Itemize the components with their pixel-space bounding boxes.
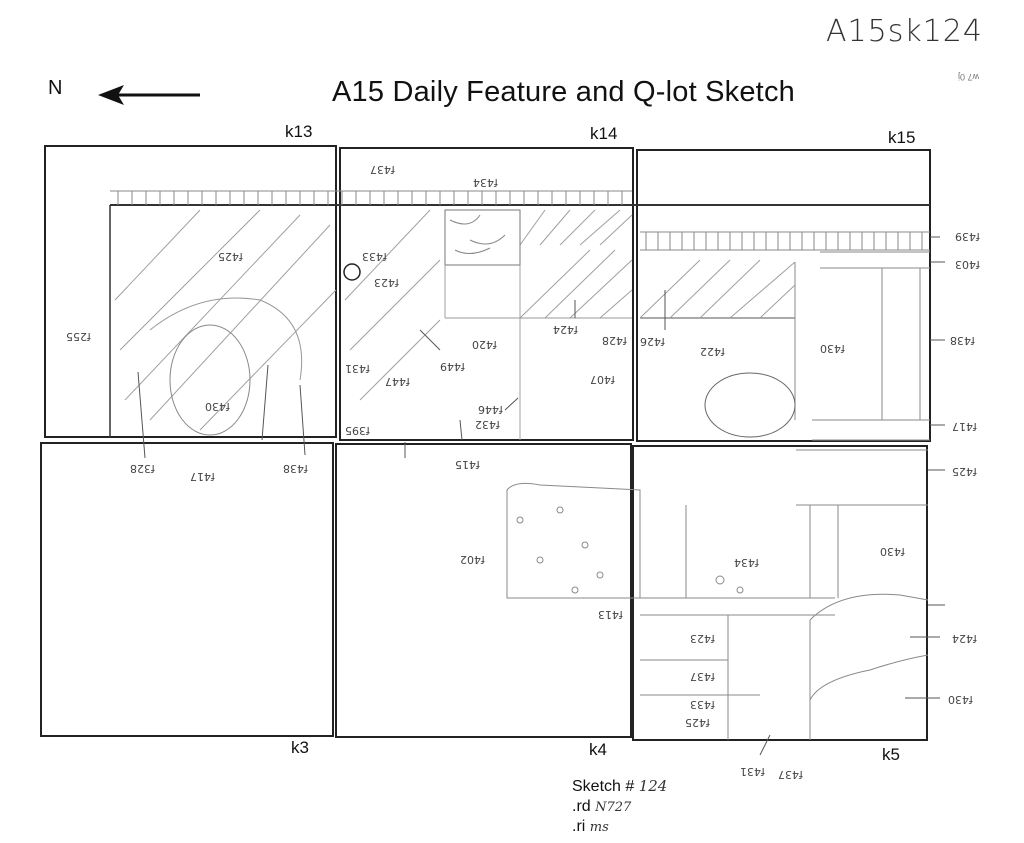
wall-band-right bbox=[640, 231, 930, 441]
annotation-f428: f428 bbox=[602, 334, 627, 347]
annotation-f437c: f437 bbox=[778, 768, 803, 781]
unit-label-k14: k14 bbox=[590, 124, 618, 143]
unit-label-k5: k5 bbox=[882, 745, 900, 764]
annotation-f432: f432 bbox=[475, 418, 500, 431]
annotation-f255: f255 bbox=[66, 330, 91, 343]
north-label: N bbox=[48, 77, 63, 99]
rd-label: .rd bbox=[572, 798, 591, 815]
annotation-f4_24: f424 bbox=[952, 632, 977, 645]
grid-cell-k5 bbox=[632, 445, 928, 741]
rd-line: .rd N727 bbox=[572, 797, 631, 817]
annotation-f4102: f402 bbox=[460, 553, 485, 566]
annotation-f4_15: f415 bbox=[455, 458, 480, 471]
annotation-f4_38: f438 bbox=[950, 334, 975, 347]
annotation-f423b: f423 bbox=[690, 632, 715, 645]
annotation-f425: f425 bbox=[218, 250, 243, 263]
annotation-f434: f434 bbox=[473, 176, 498, 189]
annotation-f438: f438 bbox=[283, 462, 308, 475]
annotation-f4_30: f430 bbox=[880, 545, 905, 558]
annotation-f426: f426 bbox=[640, 335, 665, 348]
annotation-f430c: f430 bbox=[948, 693, 973, 706]
rd-value: N727 bbox=[595, 800, 632, 815]
grid-cell-k4 bbox=[335, 443, 632, 738]
annotation-f431: f431 bbox=[345, 362, 370, 375]
annotation-f425c: f425 bbox=[685, 716, 710, 729]
annotation-f420: f420 bbox=[472, 338, 497, 351]
grid-cell-k3 bbox=[40, 442, 334, 737]
annotation-f424: f424 bbox=[553, 323, 578, 336]
annotation-f425b: f425 bbox=[952, 465, 977, 478]
grid-cell-k15 bbox=[636, 149, 931, 442]
annotation-f417: f417 bbox=[190, 470, 215, 483]
unit-label-k15: k15 bbox=[888, 128, 916, 147]
lower-features bbox=[506, 449, 929, 740]
annotation-f413: f413 bbox=[598, 608, 623, 621]
annotation-f4_07: f407 bbox=[590, 373, 615, 386]
annotation-f395: f395 bbox=[345, 424, 370, 437]
sketch-number-label: Sketch # bbox=[572, 778, 635, 795]
ri-value: ms bbox=[589, 820, 609, 835]
ri-label: .ri bbox=[572, 818, 586, 835]
annotation-f433: f433 bbox=[362, 250, 387, 263]
sketch-number-line: Sketch # 124 bbox=[572, 777, 667, 796]
annotation-f423: f423 bbox=[374, 276, 399, 289]
annotation-f449: f449 bbox=[440, 360, 465, 373]
annotation-f403: f403 bbox=[955, 258, 980, 271]
annotation-f439: f439 bbox=[955, 230, 980, 243]
annotation-f430b: f430 bbox=[820, 342, 845, 355]
annotation-f433b: f433 bbox=[690, 698, 715, 711]
unit-label-k3: k3 bbox=[291, 738, 309, 757]
hatched-zones bbox=[114, 209, 796, 440]
annotation-f430: f430 bbox=[205, 400, 230, 413]
ri-line: .ri ms bbox=[572, 817, 609, 837]
annotation-f437: f437 bbox=[370, 163, 395, 176]
annotation-f4_17: f417 bbox=[952, 420, 977, 433]
page-id: A15sk124 bbox=[826, 14, 983, 49]
wall-band-top bbox=[109, 190, 930, 438]
annotation-f4_22: f422 bbox=[700, 345, 725, 358]
annotation-f447: f447 bbox=[385, 375, 410, 388]
page-title: A15 Daily Feature and Q-lot Sketch bbox=[332, 76, 795, 108]
leader-lines bbox=[137, 236, 945, 756]
unit-label-k13: k13 bbox=[285, 122, 313, 141]
annotation-f446: f446 bbox=[478, 403, 503, 416]
north-arrow-icon bbox=[98, 85, 200, 105]
sketch-number-value: 124 bbox=[638, 777, 668, 795]
annotation-f328: f328 bbox=[130, 462, 155, 475]
grid-cell-k13 bbox=[44, 145, 337, 438]
annotation-f434b: f434 bbox=[734, 556, 759, 569]
unit-label-k4: k4 bbox=[589, 740, 607, 759]
annotation-f437b: f437 bbox=[690, 670, 715, 683]
annotation-f431b: f431 bbox=[740, 765, 765, 778]
grid-cell-k14 bbox=[339, 147, 634, 441]
